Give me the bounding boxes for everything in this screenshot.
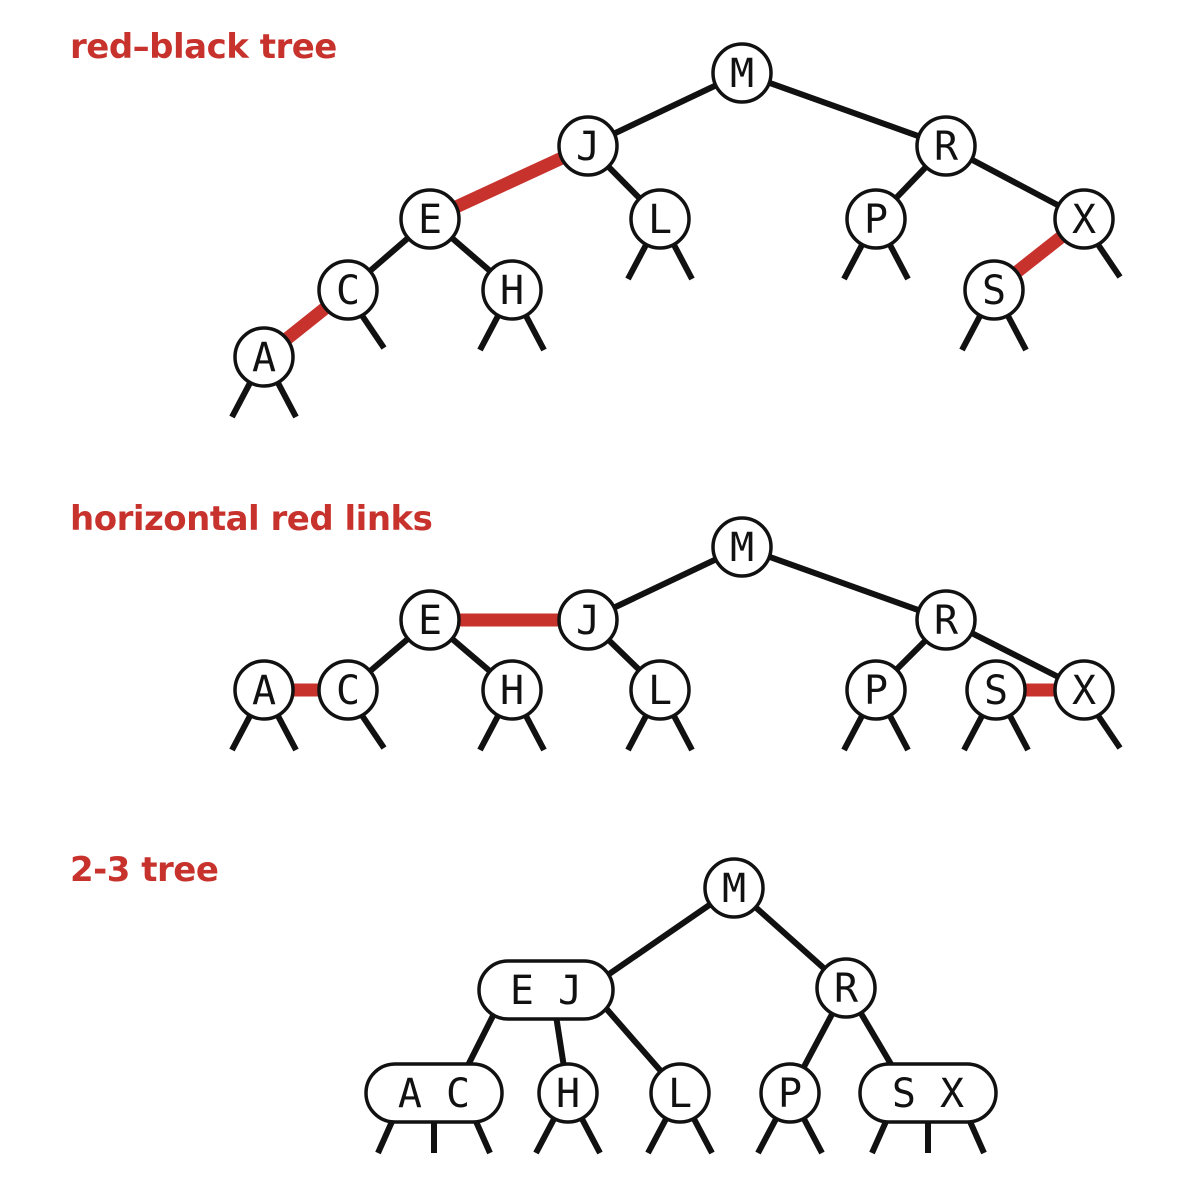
node-label: P xyxy=(778,1071,802,1117)
node-label: S xyxy=(984,668,1008,714)
hz-L-null-link-left xyxy=(625,712,650,752)
node-label: H xyxy=(500,268,524,314)
hz-node-J: J xyxy=(557,589,619,651)
node-label: H xyxy=(500,668,524,714)
rb-node-R: R xyxy=(915,115,977,177)
tt-node-L: L xyxy=(649,1062,711,1124)
node-label: L xyxy=(668,1071,692,1117)
hz-S-null-link-right xyxy=(1006,712,1031,752)
node-label: E J xyxy=(510,968,582,1014)
tt-node-SX: S X xyxy=(858,1062,998,1124)
node-label: S X xyxy=(892,1071,964,1117)
title-red-black-tree: red–black tree xyxy=(70,27,337,67)
rb-P-null-link-right xyxy=(886,241,911,281)
tt-H-null-link-left xyxy=(533,1115,558,1155)
tt-node-R: R xyxy=(815,957,877,1019)
rb-node-L: L xyxy=(629,188,691,250)
tt-node-H: H xyxy=(537,1062,599,1124)
node-label: J xyxy=(576,124,600,170)
hz-node-C: C xyxy=(317,659,379,721)
node-label: R xyxy=(934,124,959,170)
rb-S-null-link-left xyxy=(959,312,984,352)
hz-A-null-link-left xyxy=(229,712,254,752)
rb-H-null-link-right xyxy=(522,312,547,352)
rb-null-link-C xyxy=(358,312,387,350)
hz-S-null-link-left xyxy=(961,712,986,752)
hz-P-null-link-left xyxy=(841,712,866,752)
node-label: R xyxy=(834,966,859,1012)
rb-P-null-link-left xyxy=(841,241,866,281)
rb-A-null-link-left xyxy=(229,379,254,419)
hz-node-X: X xyxy=(1053,659,1115,721)
rb-link-M-R xyxy=(740,70,948,149)
hz-null-link-C xyxy=(358,712,387,750)
tt-node-EJ: E J xyxy=(477,959,615,1021)
hz-node-P: P xyxy=(845,659,907,721)
tt-node-M: M xyxy=(703,857,765,919)
tt-P-null-link-right xyxy=(800,1115,825,1155)
hz-L-null-link-right xyxy=(670,712,695,752)
tree-nodes: M J R E L P X C H S A M E J R A C H L P S X M E J R A C H L P S X xyxy=(233,42,1115,1124)
title-horizontal-red-links: horizontal red links xyxy=(70,499,433,539)
rb-node-J: J xyxy=(557,115,619,177)
node-label: X xyxy=(1072,668,1096,714)
hz-node-M: M xyxy=(711,516,773,578)
node-label: E xyxy=(418,598,442,644)
node-label: X xyxy=(1072,197,1096,243)
hz-node-H: H xyxy=(481,659,543,721)
node-label: C xyxy=(336,668,360,714)
tt-H-null-link-right xyxy=(578,1115,603,1155)
rb-null-link-X xyxy=(1094,241,1123,279)
rb-node-M: M xyxy=(711,42,773,104)
hz-node-R: R xyxy=(915,589,977,651)
node-label: M xyxy=(722,866,746,912)
node-label: C xyxy=(336,268,360,314)
rb-node-S: S xyxy=(963,259,1025,321)
node-label: P xyxy=(864,197,888,243)
hz-node-L: L xyxy=(629,659,691,721)
node-label: L xyxy=(648,668,672,714)
rb-node-X: X xyxy=(1053,188,1115,250)
node-label: R xyxy=(934,598,959,644)
node-label: J xyxy=(576,598,600,644)
tt-L-null-link-left xyxy=(645,1115,670,1155)
hz-null-link-X xyxy=(1094,712,1123,750)
hz-node-A: A xyxy=(233,659,295,721)
tt-P-null-link-left xyxy=(755,1115,780,1155)
rb-L-null-link-right xyxy=(670,241,695,281)
hz-A-null-link-right xyxy=(274,712,299,752)
node-label: A xyxy=(252,668,276,714)
node-label: P xyxy=(864,668,888,714)
rb-H-null-link-left xyxy=(477,312,502,352)
rb-node-A: A xyxy=(233,326,295,388)
hz-node-S: S xyxy=(965,659,1027,721)
rb-node-P: P xyxy=(845,188,907,250)
node-label: L xyxy=(648,197,672,243)
rb-node-C: C xyxy=(317,259,379,321)
node-label: E xyxy=(418,197,442,243)
tt-node-P: P xyxy=(759,1062,821,1124)
tt-L-null-link-right xyxy=(690,1115,715,1155)
hz-H-null-link-right xyxy=(522,712,547,752)
node-label: M xyxy=(730,525,754,571)
rb-L-null-link-left xyxy=(625,241,650,281)
node-label: S xyxy=(982,268,1006,314)
hz-P-null-link-right xyxy=(886,712,911,752)
rb-S-null-link-right xyxy=(1004,312,1029,352)
hz-node-E: E xyxy=(399,589,461,651)
node-label: A xyxy=(252,335,276,381)
hz-H-null-link-left xyxy=(477,712,502,752)
hz-link-M-R xyxy=(740,544,948,623)
title-2-3-tree: 2-3 tree xyxy=(70,850,219,890)
node-label: H xyxy=(556,1071,580,1117)
node-label: M xyxy=(730,51,754,97)
tt-node-AC: A C xyxy=(364,1062,504,1124)
rb-node-H: H xyxy=(481,259,543,321)
rb-A-null-link-right xyxy=(274,379,299,419)
rb-node-E: E xyxy=(399,188,461,250)
node-label: A C xyxy=(398,1071,470,1117)
